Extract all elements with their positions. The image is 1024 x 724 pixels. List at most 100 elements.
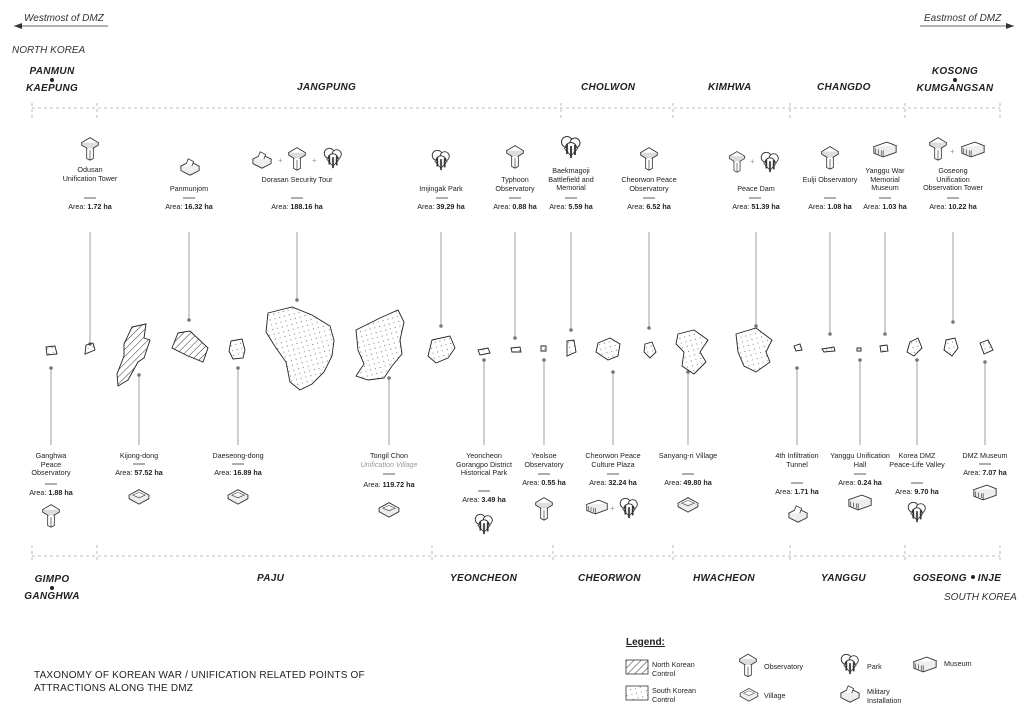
site-label: Yanggu Unification Hall — [830, 451, 890, 469]
parcel-peace-dam — [735, 327, 773, 373]
site-label: 4th Infiltration Tunnel — [775, 451, 819, 469]
site-label: Imjingak Park — [419, 184, 463, 193]
north-control-swatch — [625, 659, 649, 675]
site-area: Area: 0.24 ha — [838, 478, 882, 487]
parcel-4th-tunnel — [793, 343, 803, 352]
bottom-label-dashes — [45, 463, 991, 492]
site-label: Dorasan Security Tour — [261, 175, 333, 184]
svg-text:+: + — [312, 156, 317, 165]
region-cholwon: CHOLWON — [581, 82, 636, 93]
site-label: Korea DMZ Peace-Life Valley — [889, 451, 945, 469]
parcel-cheorwon-plaza — [595, 337, 621, 361]
plus-signs: ++ ++ — [278, 147, 955, 166]
village-icon — [378, 502, 400, 518]
svg-text:+: + — [278, 156, 283, 165]
museum-icon — [848, 494, 872, 511]
site-area: Area: 32.24 ha — [589, 478, 637, 487]
region-kumgangsan: KUMGANGSAN — [916, 83, 994, 94]
legend-village: Village — [764, 691, 786, 700]
region-goseong-inje: GOSEONG INJE — [913, 570, 1001, 587]
westmost-arrow — [14, 23, 108, 29]
park-icon — [323, 147, 343, 169]
region-gimpo-ganghwa: GIMPO GANGHWA — [22, 571, 82, 605]
site-label: Eulji Observatory — [802, 175, 858, 184]
park-icon — [474, 513, 494, 535]
site-label: Typhoon Observatory — [495, 175, 535, 193]
observatory-icon — [288, 147, 306, 171]
site-area: Area: 49.80 ha — [664, 478, 712, 487]
site-area: Area: 1.03 ha — [863, 202, 907, 211]
parcel-dorasan — [265, 306, 335, 391]
site-area: Area: 1.72 ha — [68, 202, 112, 211]
parcel-daeseong-dong — [228, 338, 246, 360]
observatory-icon — [739, 653, 757, 678]
park-icon — [907, 501, 927, 523]
site-label: Yanggu War Memorial Museum — [865, 166, 905, 193]
parcel-baekmagoji — [566, 339, 577, 357]
museum-icon — [961, 141, 985, 158]
region-inje: INJE — [977, 573, 1002, 584]
parcel-goseong — [943, 337, 959, 357]
legend-swatches — [625, 653, 937, 703]
site-area: Area: 9.70 ha — [895, 487, 939, 496]
site-area: Area: 51.39 ha — [732, 202, 780, 211]
legend-observatory: Observatory — [764, 662, 804, 671]
bottom-leader-dots — [49, 358, 987, 380]
site-label: Kijong-dong — [119, 451, 159, 460]
site-area: Area: 3.49 ha — [462, 495, 506, 504]
site-area: Area: 57.52 ha — [115, 468, 163, 477]
observatory-icon — [640, 147, 658, 171]
park-icon — [560, 135, 581, 159]
south-control-swatch — [625, 685, 649, 701]
region-panmun: PANMUN — [29, 66, 75, 77]
site-area: Area: 1.71 ha — [775, 487, 819, 496]
museum-icon — [913, 656, 937, 673]
parcel-tongil-chon — [355, 309, 405, 381]
site-label: Panmunjom — [169, 184, 209, 193]
site-label: Baekmagoji Battlefield and Memorial — [548, 166, 594, 193]
region-goseong: GOSEONG — [913, 573, 967, 584]
westmost-label: Westmost of DMZ — [24, 13, 104, 24]
site-subtitle: Unification Village — [360, 459, 418, 469]
site-area: Area: 6.52 ha — [627, 202, 671, 211]
region-kosong: KOSONG — [931, 66, 979, 77]
region-kimhwa: KIMHWA — [708, 82, 752, 93]
region-paju: PAJU — [257, 573, 285, 584]
eastmost-label: Eastmost of DMZ — [924, 13, 1002, 24]
park-icon — [840, 653, 860, 675]
region-kaepung: KAEPUNG — [25, 83, 79, 94]
site-area: Area: 188.16 ha — [271, 202, 323, 211]
site-area: Area: 1.08 ha — [808, 202, 852, 211]
site-area: Area: 0.88 ha — [493, 202, 537, 211]
site-label: Ganghwa Peace Observatory — [31, 451, 71, 478]
parcel-yanggu-hall — [856, 347, 862, 352]
observatory-icon — [821, 146, 839, 170]
region-dot — [970, 575, 975, 580]
observatory-icon — [81, 137, 99, 161]
site-label: Cheorwon Peace Observatory — [621, 175, 677, 193]
region-hwacheon: HWACHEON — [693, 573, 755, 584]
military-icon — [788, 505, 808, 523]
site-label: Daeseong-dong — [212, 451, 264, 460]
region-dot — [50, 78, 54, 82]
south-korea-label: SOUTH KOREA — [944, 592, 1017, 603]
observatory-icon — [506, 145, 524, 169]
parcel-imjingak — [427, 335, 456, 364]
observatory-icon — [728, 151, 746, 173]
region-jangpung: JANGPUNG — [297, 82, 357, 93]
region-cheorwon: CHEORWON — [578, 573, 641, 584]
site-label: DMZ Museum — [962, 451, 1008, 460]
observatory-icon — [42, 504, 60, 528]
legend-south-control: South Korean Control — [652, 686, 696, 704]
region-kosong-kumgangsan: KOSONG KUMGANGSAN — [910, 63, 1000, 97]
museum-icon — [586, 499, 608, 515]
site-label: Yeoncheon Gorangpo District Historical P… — [456, 451, 512, 478]
eastmost-arrow — [920, 23, 1014, 29]
parcel-gorangpo — [477, 347, 491, 356]
region-ganghwa: GANGHWA — [24, 591, 80, 602]
region-gimpo: GIMPO — [34, 574, 70, 585]
site-label: Tongil Chon Unification Village — [349, 451, 429, 469]
site-label: Odusan Unification Tower — [62, 165, 118, 183]
legend-military: Military Installation — [867, 687, 902, 705]
svg-text:+: + — [750, 157, 755, 166]
